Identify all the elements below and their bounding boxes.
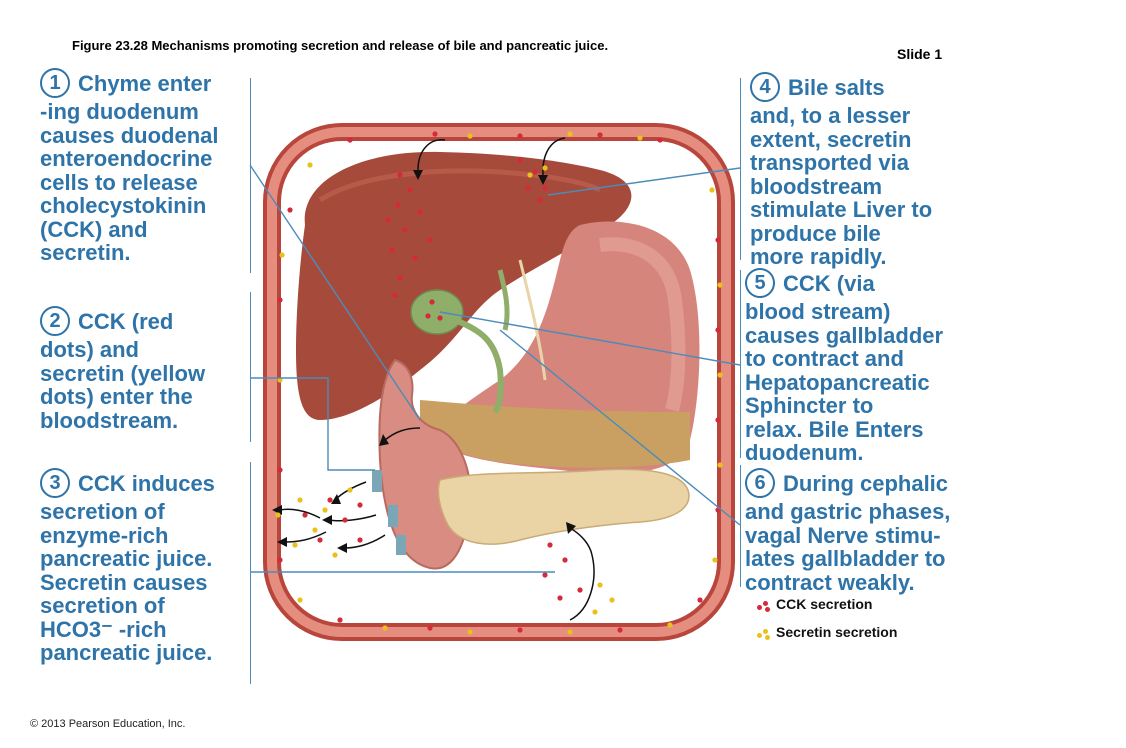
- stomach-folds: [599, 237, 686, 412]
- step-6-line: During cephalic: [783, 470, 949, 496]
- step-2-line: bloodstream.: [40, 407, 179, 433]
- pancreas: [437, 468, 690, 545]
- step-5-line: Hepatopancreatic: [745, 369, 930, 395]
- legend-secretin: Secretin secretion: [756, 624, 898, 641]
- step-6: 6 During cephalic and gastric phases, vag…: [745, 468, 951, 595]
- step-5-line: to contract and: [745, 346, 904, 371]
- enteroendocrine-cells-lower: [396, 535, 406, 555]
- legend-cck-label: CCK secretion: [776, 596, 873, 612]
- step-6-number: 6: [745, 468, 775, 498]
- step-2-line: dots) and: [40, 337, 139, 362]
- step-3-line: enzyme-rich: [40, 522, 169, 548]
- step-6-line: contract weakly.: [745, 569, 915, 595]
- step-1-line: enteroendocrine: [40, 146, 213, 171]
- step-1-bracket: [250, 78, 251, 273]
- cck-dots: [277, 131, 721, 633]
- step-2-line: dots) enter the: [40, 384, 193, 409]
- gallbladder: [410, 289, 464, 335]
- step-3: 3 CCK induces secretion of enzyme-rich pa…: [40, 468, 215, 665]
- bile-duct: [453, 317, 504, 414]
- blood-vessel-lumen: [267, 127, 731, 637]
- step-3-line: secretion of: [40, 593, 165, 618]
- step-4-line: and, to a lesser: [750, 103, 911, 128]
- step-5-line: relax. Bile Enters: [745, 416, 924, 442]
- step-3-line: Secretin causes: [40, 569, 208, 595]
- enteroendocrine-cells-middle: [388, 505, 398, 527]
- leader-lines: [249, 164, 741, 573]
- step-1-line: -ing duodenum: [40, 99, 199, 124]
- step-4-line: transported via: [750, 150, 909, 175]
- step-3-line: HCO3⁻ -rich: [40, 616, 167, 642]
- step-2-line: secretin (yellow: [40, 360, 206, 386]
- step-1-line: Chyme enter: [78, 70, 212, 96]
- chyme: [420, 400, 690, 468]
- step-3-number: 3: [40, 468, 70, 498]
- step-1-line: (CCK) and: [40, 216, 148, 242]
- step-4-line: Bile salts: [788, 74, 885, 100]
- step-1-line: cholecystokinin: [40, 193, 207, 218]
- step-1: 1 Chyme enter -ing duodenum causes duoden…: [40, 68, 219, 265]
- liver: [296, 151, 632, 420]
- secretin-dots-icon: [756, 626, 772, 641]
- step-4-line: stimulate Liver to: [750, 197, 933, 222]
- step-3-bracket: [250, 462, 251, 684]
- step-3-line: pancreatic juice.: [40, 640, 213, 665]
- slide-number: Slide 1: [897, 46, 943, 62]
- step-1-line: cells to release: [40, 169, 198, 195]
- step-5: 5 CCK (via blood stream) causes gallbladd…: [745, 268, 944, 465]
- step-6-bracket: [740, 465, 741, 587]
- step-3-line: pancreatic juice.: [40, 546, 213, 571]
- step-2: 2 CCK (red dots) and secretin (yellow dot…: [40, 306, 206, 433]
- step-5-line: Sphincter to: [745, 393, 874, 418]
- step-3-line: CCK induces: [78, 470, 215, 496]
- vagus-nerve: [518, 259, 547, 381]
- step-5-line: blood stream): [745, 299, 891, 324]
- liver-highlight: [318, 168, 602, 203]
- step-4-bracket: [740, 78, 741, 260]
- step-5-line: causes gallbladder: [745, 322, 944, 348]
- figure-title: Figure 23.28 Mechanisms promoting secret…: [72, 38, 609, 53]
- step-2-line: CCK (red: [78, 308, 174, 334]
- step-4-line: extent, secretin: [750, 126, 912, 152]
- step-1-line: causes duodenal: [40, 122, 219, 148]
- cck-dots-icon: [756, 598, 772, 613]
- step-4: 4 Bile salts and, to a lesser extent, sec…: [750, 72, 933, 269]
- legend-secretin-label: Secretin secretion: [776, 624, 898, 640]
- legend-cck: CCK secretion: [756, 596, 873, 613]
- hepatic-duct: [497, 269, 510, 331]
- arrow-heads: [272, 170, 576, 553]
- step-6-line: vagal Nerve stimu-: [745, 522, 941, 548]
- step-4-number: 4: [750, 72, 780, 102]
- secretin-dots: [275, 131, 723, 635]
- step-5-line: CCK (via: [783, 270, 875, 296]
- step-5-bracket: [740, 270, 741, 458]
- step-1-line: secretin.: [40, 240, 131, 265]
- step-1-number: 1: [40, 68, 70, 98]
- step-6-line: lates gallbladder to: [745, 546, 946, 571]
- step-6-line: and gastric phases,: [745, 499, 951, 524]
- step-4-line: more rapidly.: [750, 244, 887, 269]
- step-2-bracket: [250, 292, 251, 442]
- step-5-line: duodenum.: [745, 440, 864, 465]
- step-4-line: produce bile: [750, 220, 881, 246]
- step-3-line: secretion of: [40, 499, 165, 524]
- enteroendocrine-cells-upper: [372, 470, 382, 492]
- step-2-number: 2: [40, 306, 70, 336]
- step-5-number: 5: [745, 268, 775, 298]
- step-4-line: bloodstream: [750, 173, 883, 199]
- copyright: © 2013 Pearson Education, Inc.: [30, 718, 186, 730]
